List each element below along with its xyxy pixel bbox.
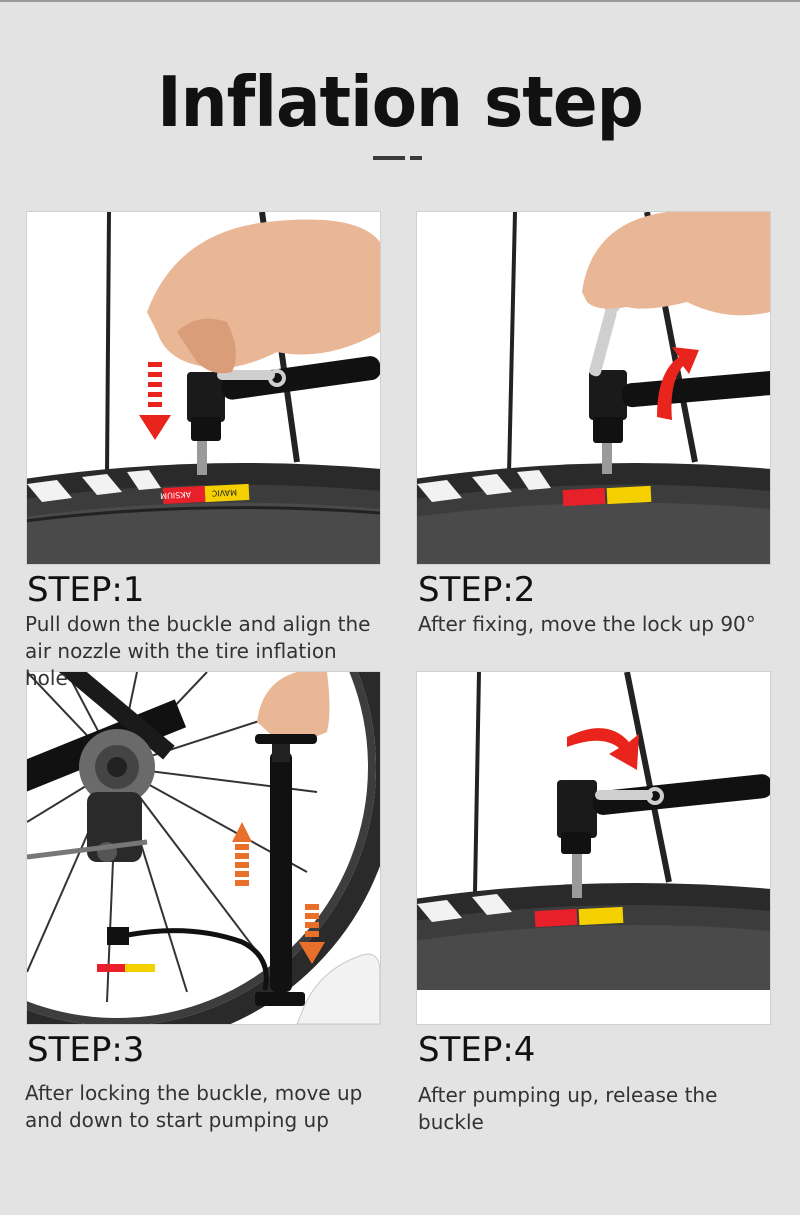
step-4-down-arrow [567,728,639,770]
top-border-line [0,0,800,2]
step-2-photo [417,212,770,564]
step-3-description: After locking the buckle, move up and do… [25,1080,385,1134]
step-4-label: STEP:4 [418,1030,536,1070]
step-1-photo: AKSIUM MAVIC [27,212,380,564]
step-3-label: STEP:3 [27,1030,145,1070]
step-4-description-line-2: buckle [418,1110,484,1134]
decal-right-text: MAVIC [211,487,237,497]
step-3-up-arrow [232,822,252,886]
step-2-label: STEP:2 [418,570,536,610]
step-1-description-line-1: Pull down the buckle and align the [25,612,371,636]
step-1-label: STEP:1 [27,570,145,610]
step-4-description-line-1: After pumping up, release the [418,1083,718,1107]
step-3-illustration [27,672,380,1024]
step-3-down-arrow [299,904,325,964]
page-title: Inflation step [157,62,644,143]
step-2-illustration [417,212,770,564]
step-1-description: Pull down the buckle and align the air n… [25,611,385,692]
step-2-description-line-1: After fixing, move the lock up 90° [418,612,756,636]
step-3-description-line-2: and down to start pumping up [25,1108,329,1132]
step-1-description-line-2: air nozzle with the tire inflation hole [25,639,337,690]
step-2-description: After fixing, move the lock up 90° [418,611,778,638]
step-3-description-line-1: After locking the buckle, move up [25,1081,363,1105]
step-3-photo [27,672,380,1024]
step-4-description: After pumping up, release the buckle [418,1082,778,1136]
step-4-photo [417,672,770,1024]
decal-left-text: AKSIUM [160,490,191,501]
step-1-illustration: AKSIUM MAVIC [27,212,380,564]
step-1-down-arrow [139,362,171,440]
title-underline-dot [410,156,422,160]
step-2-up-arrow [657,347,699,420]
step-4-illustration [417,672,770,1024]
title-underline-dash [373,156,405,160]
